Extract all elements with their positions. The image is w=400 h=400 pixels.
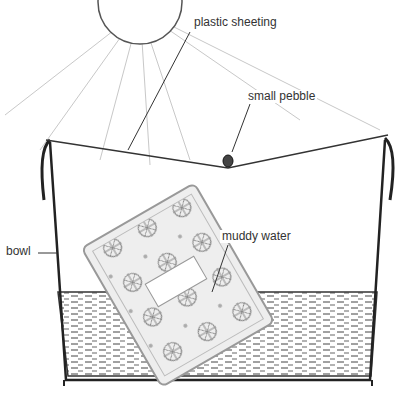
packet-picture (82, 183, 275, 387)
part-label: plastic sheeting (192, 16, 279, 29)
pebble (223, 155, 233, 167)
part-label: bowl (4, 245, 33, 258)
part-label: small pebble (246, 90, 317, 103)
sun (98, 0, 182, 44)
handle (385, 138, 393, 200)
bowl (50, 140, 385, 380)
handle (42, 140, 50, 200)
part-label: muddy water (220, 230, 293, 243)
plastic-sheeting (46, 135, 388, 168)
leader-lines (38, 32, 250, 292)
